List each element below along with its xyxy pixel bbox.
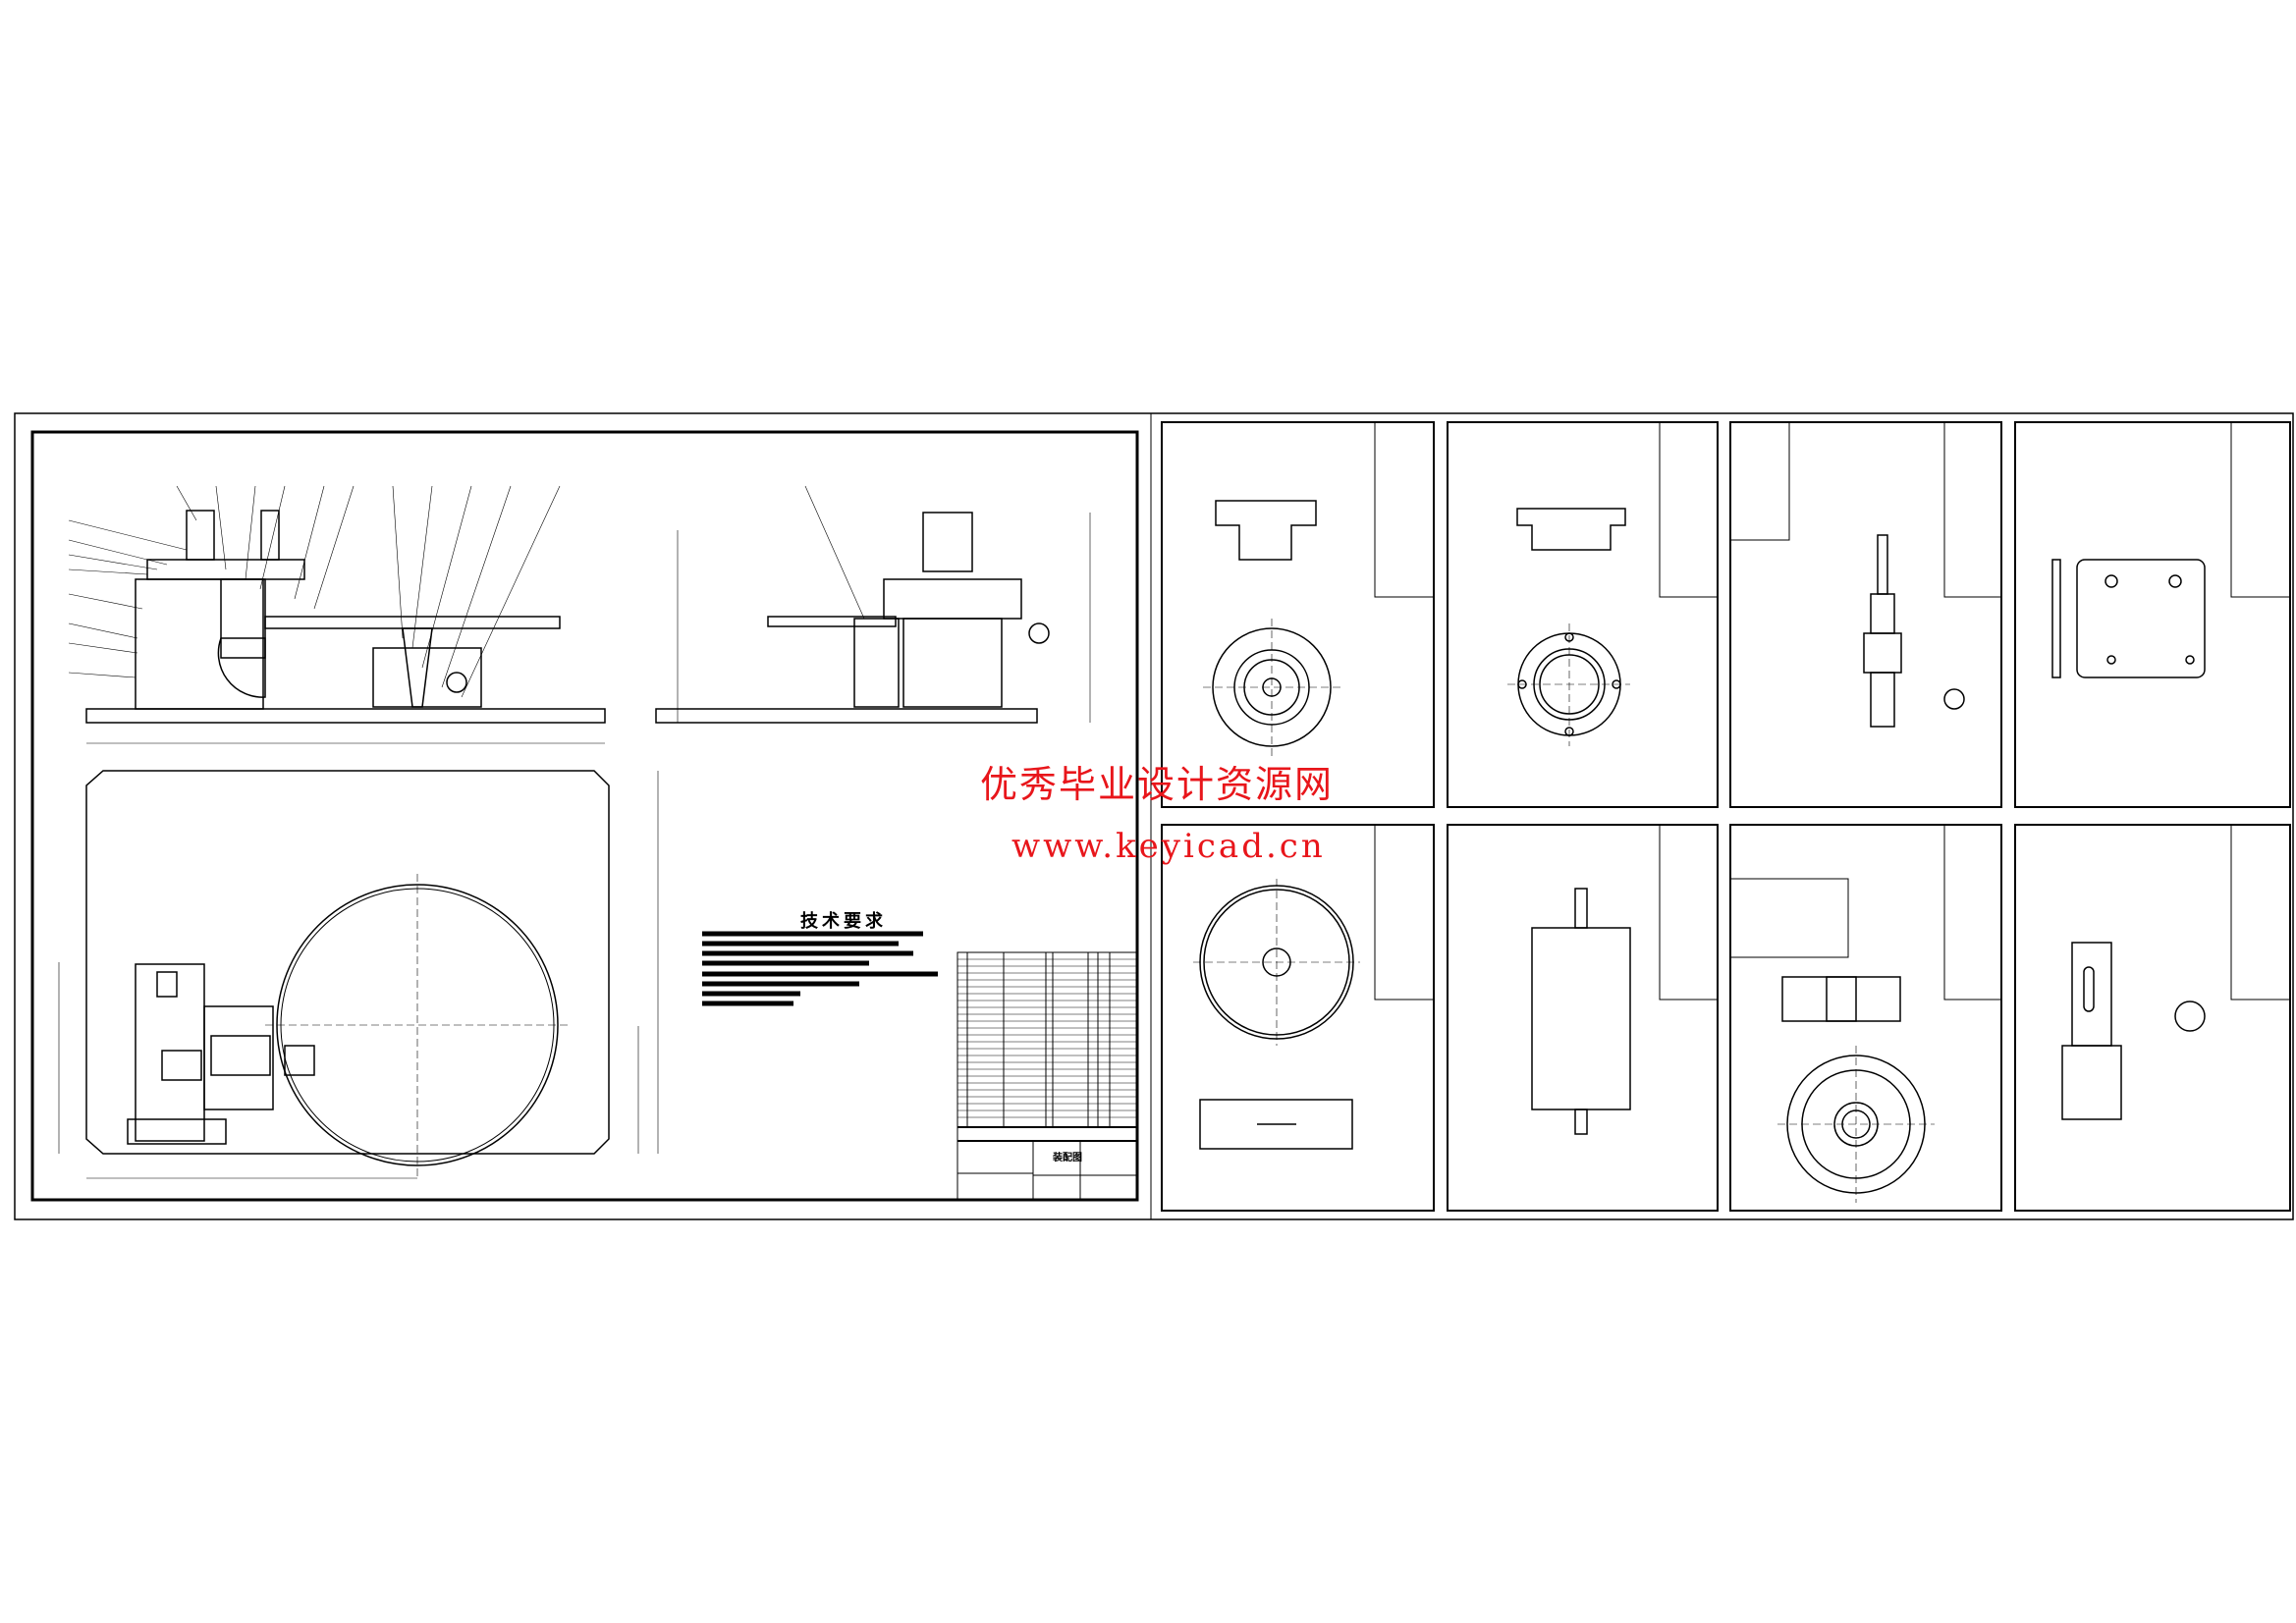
parts-list-rows bbox=[957, 958, 1137, 1118]
title-block-drawing-name: 装配图 bbox=[1053, 1153, 1082, 1163]
assembly-sheet bbox=[30, 430, 1139, 1202]
watermark-site-name: 优秀毕业设计资源网 bbox=[980, 763, 1335, 806]
watermark-url: www.keyicad.cn bbox=[1011, 827, 1326, 866]
part-sheets bbox=[1161, 421, 2291, 1212]
front-view bbox=[85, 510, 606, 724]
part-drawings bbox=[1199, 500, 2206, 1194]
side-view bbox=[655, 512, 1050, 724]
part-title-blocks bbox=[1374, 421, 2291, 1001]
outer-frame bbox=[14, 412, 2294, 1220]
tech-requirements-title: 技术要求 bbox=[800, 911, 887, 932]
top-view bbox=[85, 770, 610, 1178]
